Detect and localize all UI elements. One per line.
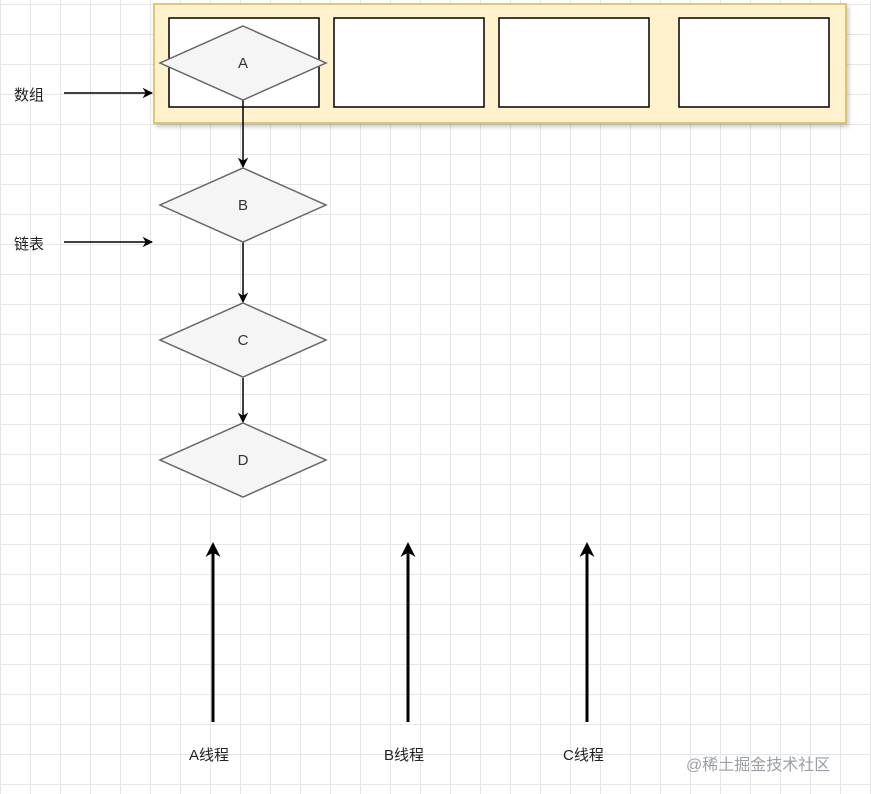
linked-list-label: 链表 xyxy=(14,236,45,253)
array-cell xyxy=(498,17,650,108)
thread-b-label: B线程 xyxy=(384,747,425,764)
node-b-diamond xyxy=(158,167,328,243)
thread-c-label: C线程 xyxy=(563,747,604,764)
node-d-diamond xyxy=(158,422,328,498)
node-c-label: C xyxy=(238,332,249,349)
node-b-label: B xyxy=(238,197,248,214)
array-cell xyxy=(333,17,485,108)
node-c-diamond xyxy=(158,302,328,378)
array-label: 数组 xyxy=(14,87,45,104)
array-cell xyxy=(678,17,830,108)
node-a-label: A xyxy=(238,55,248,72)
node-a-diamond xyxy=(158,25,328,101)
thread-a-label: A线程 xyxy=(189,747,230,764)
node-d-label: D xyxy=(238,452,249,469)
watermark: @稀土掘金技术社区 xyxy=(686,757,831,774)
